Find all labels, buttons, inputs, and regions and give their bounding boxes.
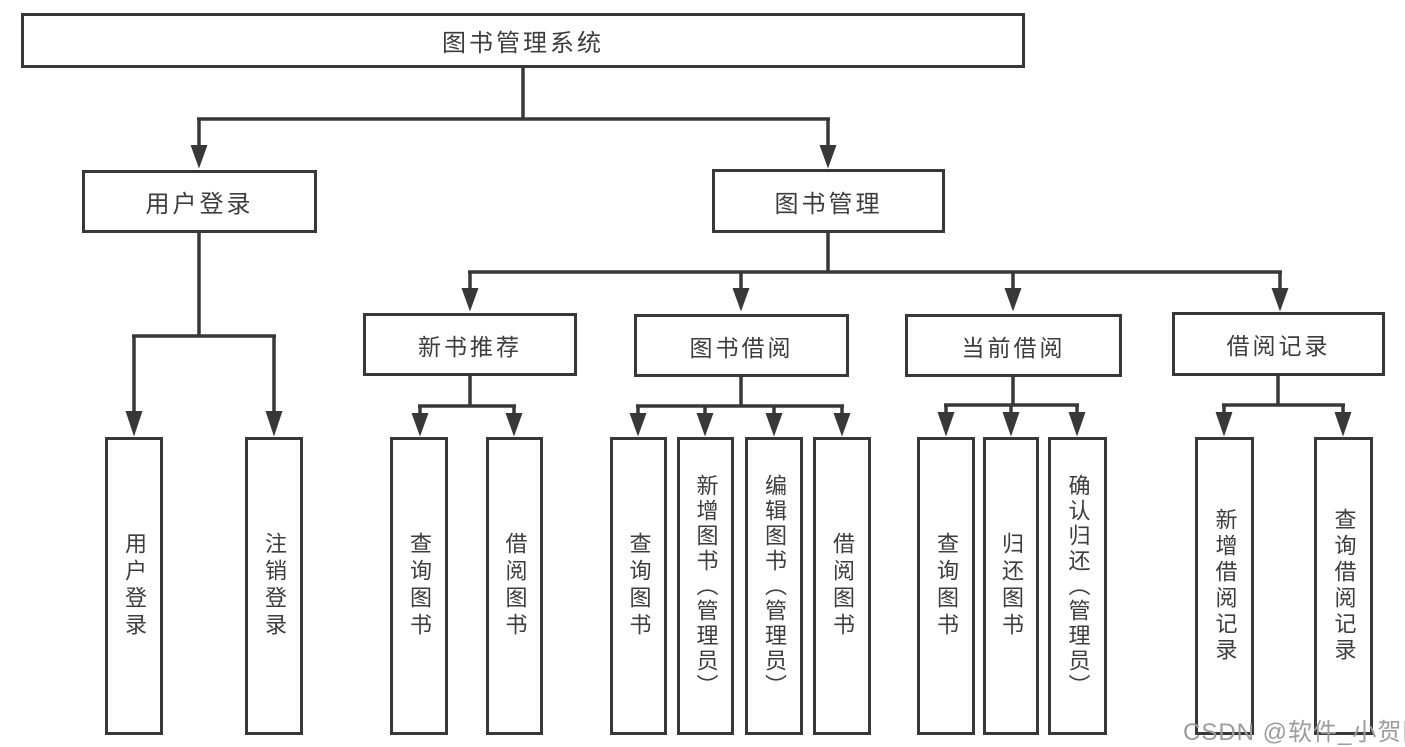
leaf-user-login: 用户登录 — [105, 437, 163, 735]
leaf-query-books-borrow: 查询图书 — [610, 437, 667, 735]
node-book-management: 图书管理 — [712, 169, 945, 233]
node-borrow-records: 借阅记录 — [1172, 312, 1385, 376]
node-new-book-recommend: 新书推荐 — [363, 313, 577, 376]
node-user-login: 用户登录 — [82, 170, 317, 233]
leaf-logout: 注销登录 — [245, 437, 303, 735]
node-current-borrow: 当前借阅 — [905, 314, 1122, 377]
leaf-confirm-return-admin: 确认归还（管理员） — [1048, 437, 1107, 735]
csdn-watermark: CSDN @软件_小贺同学 — [1183, 719, 1405, 746]
leaf-borrow-books: 借阅图书 — [813, 437, 871, 735]
leaf-query-books-current: 查询图书 — [917, 437, 975, 735]
leaf-query-borrow-record: 查询借阅记录 — [1314, 437, 1373, 735]
leaf-return-books: 归还图书 — [983, 437, 1039, 735]
leaf-borrow-books-recommend: 借阅图书 — [486, 437, 543, 735]
node-book-borrow: 图书借阅 — [634, 314, 849, 377]
leaf-add-books-admin: 新增图书（管理员） — [677, 437, 734, 735]
leaf-query-books-recommend: 查询图书 — [390, 437, 448, 735]
leaf-add-borrow-record: 新增借阅记录 — [1195, 437, 1254, 735]
leaf-edit-books-admin: 编辑图书（管理员） — [745, 437, 803, 735]
node-library-management-system: 图书管理系统 — [21, 13, 1025, 68]
